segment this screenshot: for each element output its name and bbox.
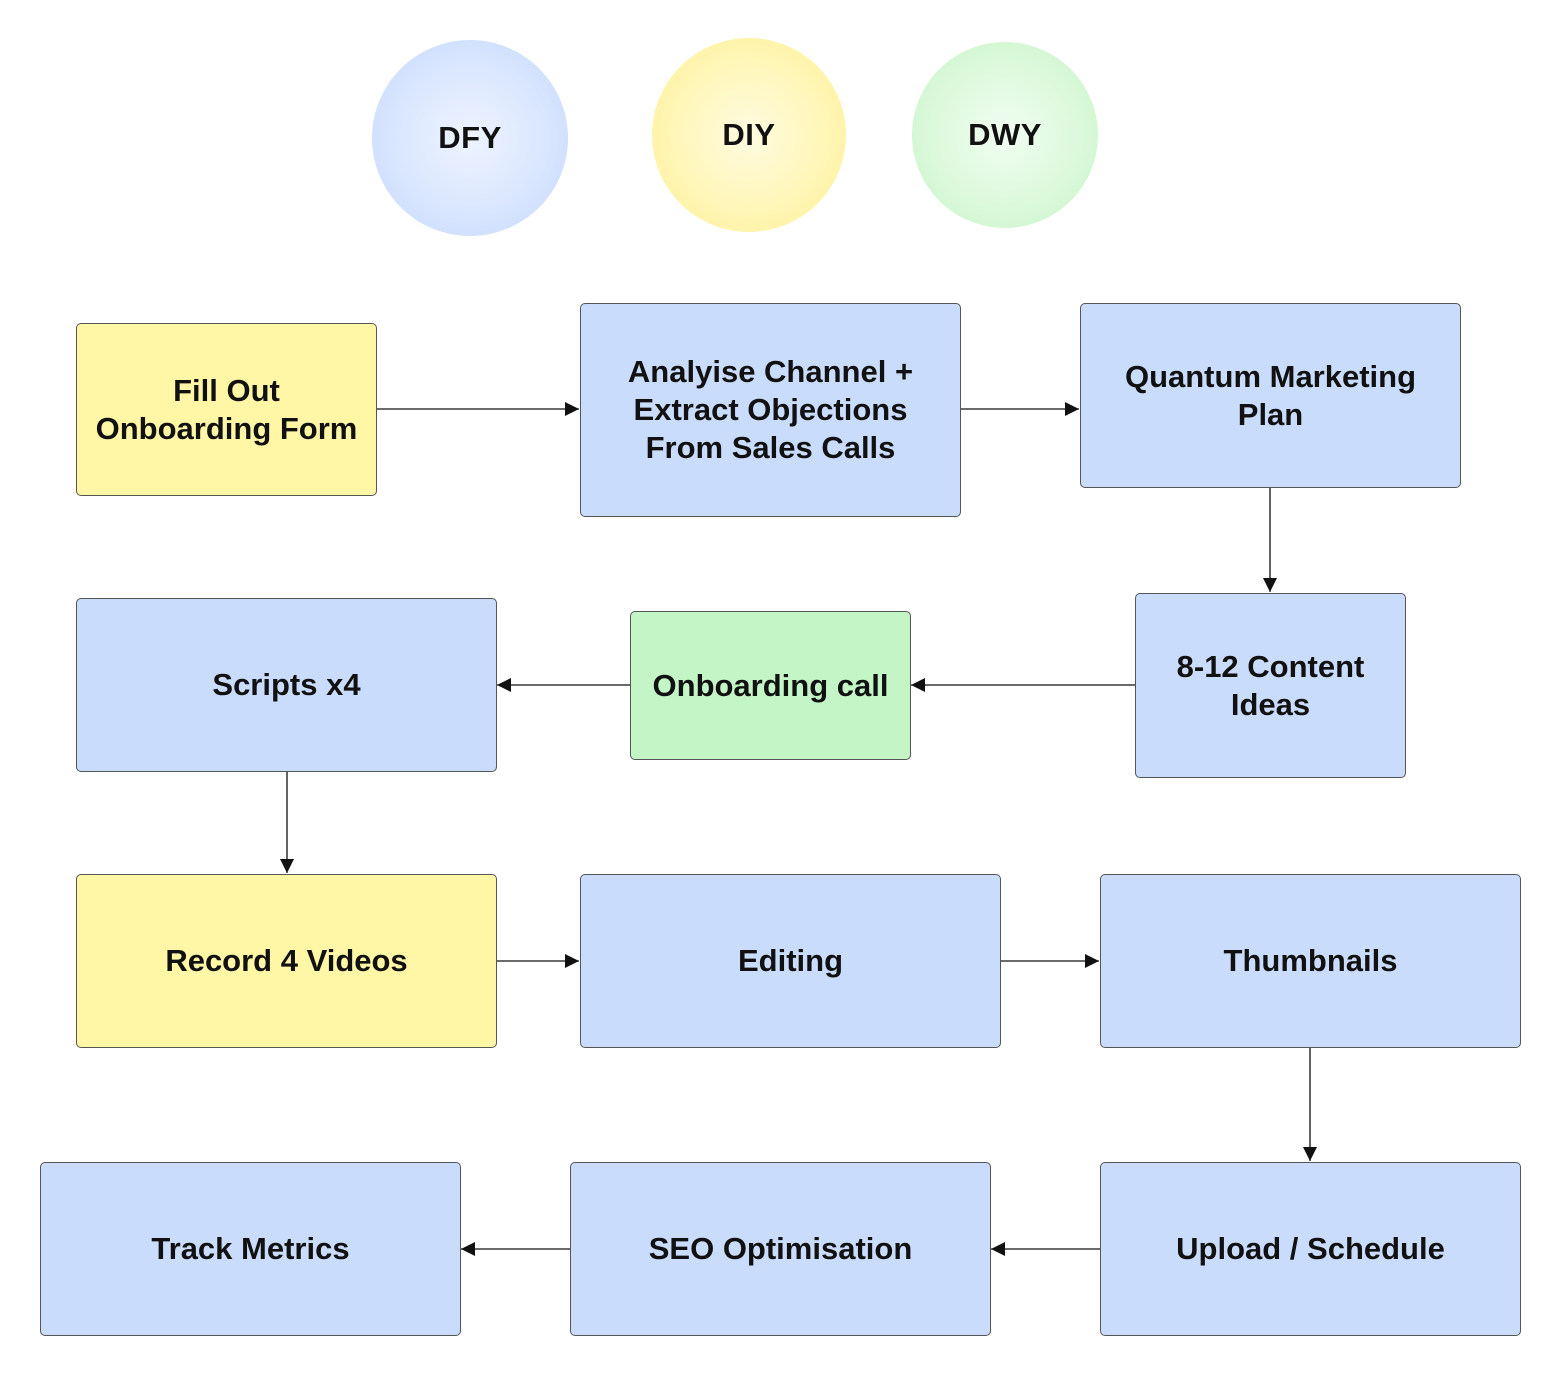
step-content-ideas: 8-12 Content Ideas bbox=[1135, 593, 1406, 778]
legend-diy-label: DIY bbox=[722, 117, 776, 152]
step-onboarding-call-label: Onboarding call bbox=[652, 667, 889, 703]
step-scripts-label: Scripts x4 bbox=[212, 667, 361, 702]
step-scripts: Scripts x4 bbox=[76, 598, 497, 772]
step-fill-out-form: Fill Out Onboarding Form bbox=[76, 323, 377, 496]
legend-diy: DIY bbox=[652, 38, 846, 232]
step-onboarding-call: Onboarding call bbox=[630, 611, 911, 760]
step-thumbnails-label: Thumbnails bbox=[1223, 943, 1398, 978]
step-seo-label: SEO Optimisation bbox=[648, 1231, 913, 1266]
step-quantum-plan: Quantum Marketing Plan bbox=[1080, 303, 1461, 488]
step-analyse-channel: Analyise Channel + Extract Objections Fr… bbox=[580, 303, 961, 517]
step-record-videos-label: Record 4 Videos bbox=[165, 943, 408, 978]
step-fill-out-form-label: Fill Out Onboarding Form bbox=[95, 372, 358, 446]
step-seo: SEO Optimisation bbox=[570, 1162, 991, 1336]
step-track-metrics-label: Track Metrics bbox=[151, 1231, 350, 1266]
legend-dfy: DFY bbox=[372, 40, 568, 236]
step-analyse-channel-label: Analyise Channel + Extract Objections Fr… bbox=[627, 354, 914, 465]
step-track-metrics: Track Metrics bbox=[40, 1162, 461, 1336]
step-quantum-plan-label: Quantum Marketing Plan bbox=[1124, 358, 1417, 432]
step-upload-schedule-label: Upload / Schedule bbox=[1176, 1231, 1445, 1266]
step-content-ideas-label: 8-12 Content Ideas bbox=[1176, 648, 1365, 722]
legend-dwy: DWY bbox=[912, 42, 1098, 228]
step-editing: Editing bbox=[580, 874, 1001, 1048]
legend-dwy-label: DWY bbox=[968, 117, 1042, 152]
step-editing-label: Editing bbox=[737, 943, 844, 978]
step-thumbnails: Thumbnails bbox=[1100, 874, 1521, 1048]
step-record-videos: Record 4 Videos bbox=[76, 874, 497, 1048]
legend-dfy-label: DFY bbox=[438, 120, 502, 155]
step-upload-schedule: Upload / Schedule bbox=[1100, 1162, 1521, 1336]
